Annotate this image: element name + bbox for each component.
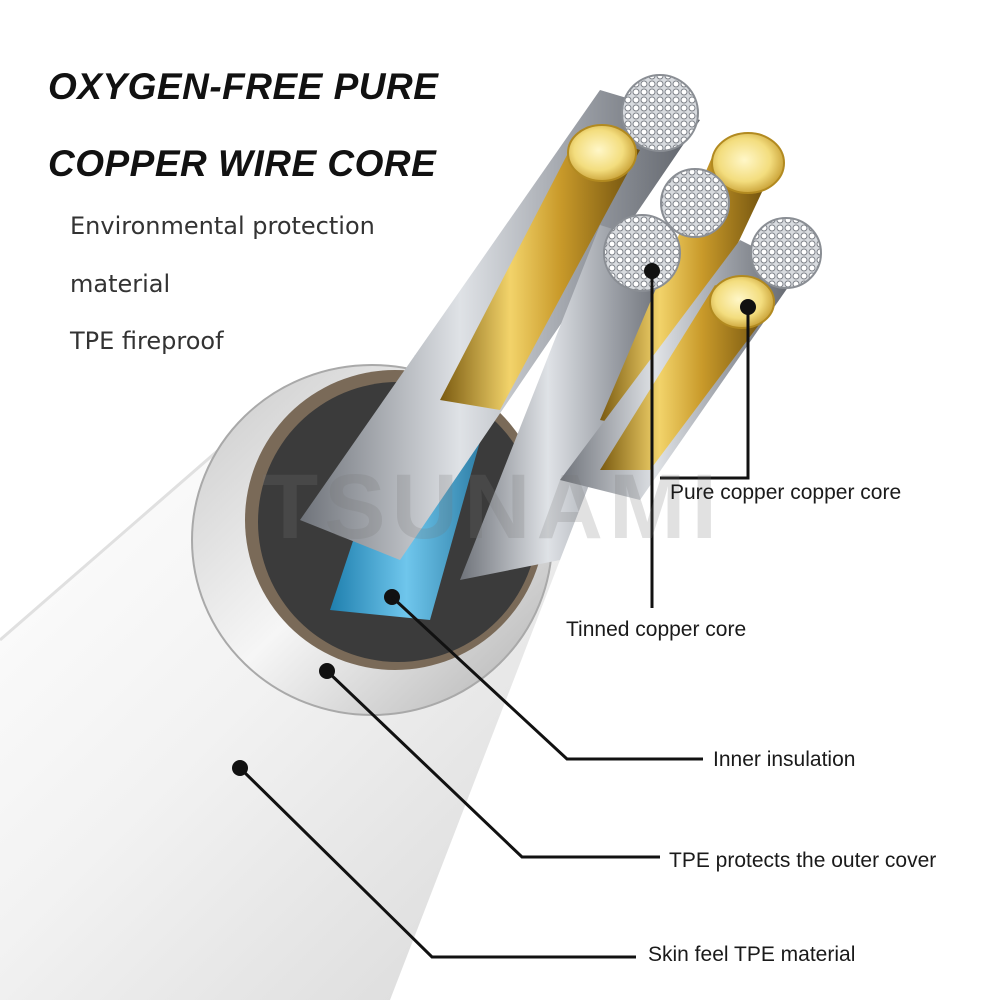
callout-tinned-copper xyxy=(644,263,660,608)
heading-line-1: OXYGEN-FREE PURE xyxy=(48,66,439,107)
leader-line xyxy=(238,766,636,959)
subtext-line-3: TPE fireproof xyxy=(70,327,224,355)
wire-bundle xyxy=(300,90,800,620)
heading-line-2: COPPER WIRE CORE xyxy=(48,143,437,184)
label-pure-copper-core: Pure copper copper core xyxy=(670,481,902,504)
leader-line xyxy=(325,669,660,859)
label-skin-feel-material: Skin feel TPE material xyxy=(648,943,856,966)
leader-line xyxy=(660,307,750,480)
label-outer-cover: TPE protects the outer cover xyxy=(669,849,937,872)
label-inner-insulation: Inner insulation xyxy=(713,748,856,771)
callout-pure-copper xyxy=(660,299,756,480)
label-tinned-copper-core: Tinned copper core xyxy=(566,618,747,641)
subtext-line-1: Environmental protection xyxy=(70,212,375,240)
wire-ends xyxy=(567,74,822,329)
callout-skin-feel xyxy=(232,760,636,959)
callout-inner-insulation xyxy=(384,589,703,761)
subtext-line-2: material xyxy=(70,270,171,298)
watermark-text: TSUNAMI xyxy=(262,456,724,558)
leader-line xyxy=(390,595,703,761)
callout-outer-cover xyxy=(319,663,660,859)
